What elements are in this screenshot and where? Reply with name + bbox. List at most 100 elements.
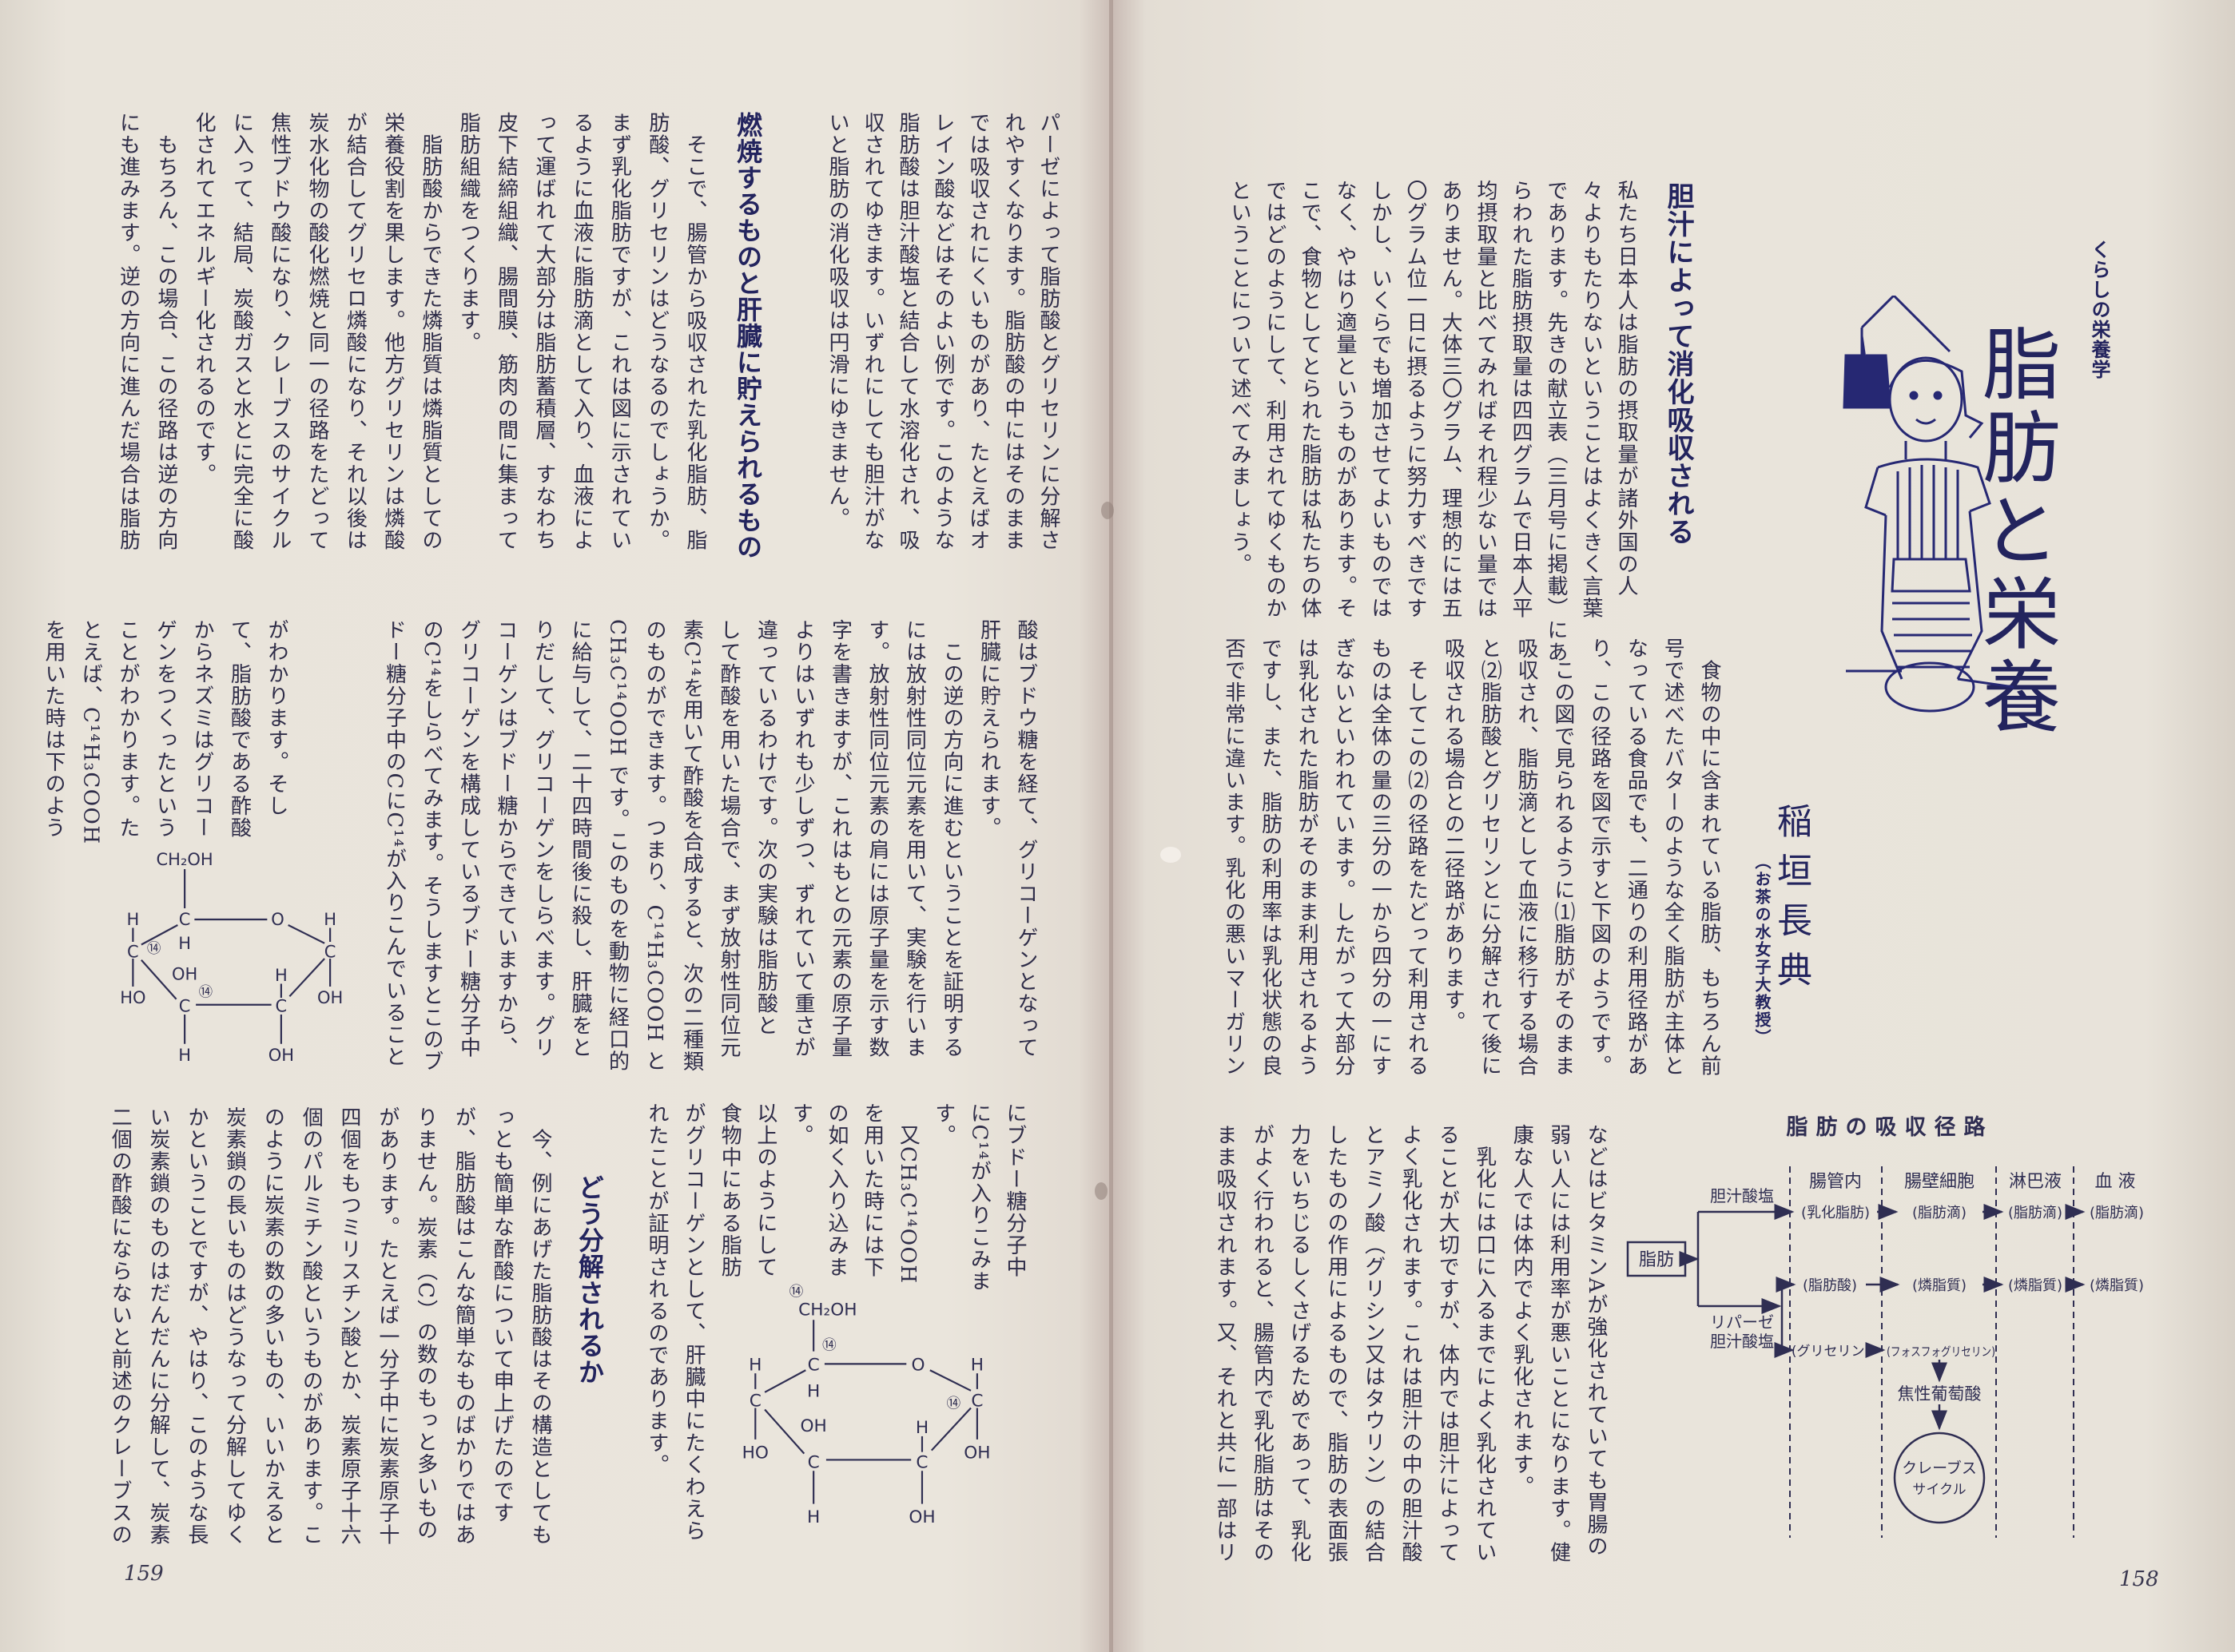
text-column: CH₃C¹⁴OOH です。このものを動物に経口的 — [605, 619, 630, 1073]
text-column: がグリコーゲンとして、肝臓中にたくわえら — [682, 1102, 706, 1542]
text-column: とえば、C¹⁴H₃COOH — [78, 619, 103, 845]
text-column: が、脂肪酸はこんな簡単なものばかりではあ — [451, 1106, 476, 1546]
text-column: 吸収され、脂肪滴として血液に移行する場合 — [1514, 637, 1539, 1077]
text-column: 否で非常に違います。乳化の悪いマーガリン — [1221, 637, 1246, 1077]
text-column: まず乳化脂肪ですが、これは図に示されてい — [607, 112, 632, 551]
text-column: 又CH₃C¹⁴OOH — [896, 1102, 921, 1285]
body-block-isotope: 酸はブドウ糖を経て、グリコーゲンとなって肝臓に貯えられます。 この逆の方向に進む… — [376, 619, 1044, 1073]
text-column: 四個をもつミリスチン酸とか、炭素原子十六 — [337, 1106, 362, 1546]
body-block-fate: そこで、腸管から吸収された乳化脂肪、脂肪酸、グリセリンはどうなるのでしょうか。ま… — [109, 112, 714, 551]
label-bile-salt-2: 胆汁酸塩 — [1710, 1332, 1774, 1351]
atom-oh3: OH — [800, 1416, 826, 1436]
isotope-mark-c1: ⑭ — [947, 1396, 961, 1412]
text-column: 康な人では体内でよく乳化されます。 — [1509, 1124, 1534, 1498]
text-column: にブドー糖分子中 — [1003, 1102, 1027, 1278]
text-column: パーゼによって脂肪酸とグリセリンに分解さ — [1036, 112, 1060, 551]
text-column: りだして、グリコーゲンをしらべます。グリ — [531, 619, 555, 1058]
text-column: ぎないといわれています。したがって大部分 — [1331, 637, 1356, 1077]
node-fat-droplet-blood: (脂肪滴) — [2090, 1205, 2144, 1221]
text-column: 肪酸、グリセリンはどうなるのでしょうか。 — [645, 112, 670, 551]
text-column: のものができます。つまり、C¹⁴H₃COOH と — [642, 619, 666, 1073]
text-column: と⑵脂肪酸とグリセリンとに分解されて後に — [1477, 637, 1502, 1077]
atom-ho4: HO — [120, 988, 145, 1007]
atom-oh3: OH — [172, 964, 197, 983]
text-column: 化されてエネルギー化されるのです。 — [192, 112, 217, 486]
series-label: くらしの栄養学 — [2088, 240, 2110, 379]
text-column: 均摂取量と比べてみればそれ程少ない量では — [1473, 180, 1497, 619]
left-page — [0, 0, 1112, 1652]
text-column: 酸はブドウ糖を経て、グリコーゲンとなって — [1014, 619, 1038, 1058]
section-heading-bile: 胆汁によって消化吸収される — [1662, 182, 1694, 546]
atom-h2: H — [916, 1418, 929, 1438]
text-column: したものの作用によるもので、脂肪の表面張 — [1324, 1124, 1349, 1563]
text-column: とアミノ酸（グリシン又はタウリン）の結合 — [1361, 1124, 1386, 1563]
text-column: らわれた脂肪摂取量は四四グラムで日本人平 — [1509, 180, 1533, 619]
text-column: この図で見られるように⑴脂肪がそのまま — [1550, 637, 1575, 1078]
text-column: 食物中にある脂肪 — [718, 1102, 742, 1278]
text-column: 今、例にあげた脂肪酸はその構造としても — [528, 1106, 552, 1547]
node-pyruvic-acid: 焦性葡萄酸 — [1898, 1384, 1982, 1404]
isotope-mark-c4: ⑭ — [147, 941, 161, 957]
fat-box-label: 脂肪 — [1639, 1250, 1674, 1270]
text-column: ことがわかります。た — [116, 619, 140, 839]
text-column: 吸収される場合との二径路があります。 — [1441, 637, 1465, 1033]
text-column: ありません。大体三〇グラム、理想的には五 — [1438, 180, 1462, 619]
text-column: 号で述べたバターのような全く脂肪が主体と — [1660, 637, 1685, 1077]
node-glycerin: (グリセリン) — [1792, 1344, 1870, 1360]
text-column: 食物の中に含まれている脂肪、もちろん前 — [1697, 637, 1721, 1078]
text-column: に給与して、二十四時間後に殺し、肝臓をと — [568, 619, 592, 1058]
isotope-mark-c5: ⑭ — [822, 1337, 837, 1354]
text-column: す。 — [931, 1102, 956, 1146]
page-number-left: 159 — [124, 1562, 164, 1586]
text-column: では吸収されにくいものがあり、たとえばオ — [966, 112, 990, 551]
zone-lymph: 淋巴液 — [2009, 1172, 2062, 1192]
atom-c4: C — [127, 942, 139, 961]
text-column: が結合してグリセロ燐酸になり、それ以後は — [343, 112, 368, 551]
atom-c3: C — [179, 997, 191, 1016]
text-column: なく、やはり適量というものがあります。そ — [1333, 180, 1357, 619]
text-column: す。 — [789, 1102, 813, 1146]
node-phospholipid-lymph: (燐脂質) — [2008, 1277, 2062, 1294]
atom-h4: H — [749, 1355, 762, 1375]
text-column: す。放射性同位元素の肩には原子量を示す数 — [865, 619, 889, 1058]
text-column: そしてこの⑵の径路をたどって利用される — [1404, 637, 1429, 1078]
text-column: れやすくなります。脂肪酸の中にはそのまま — [1001, 112, 1025, 551]
atom-h3: H — [178, 1046, 191, 1065]
text-column: よりはいずれも少しずつ、ずれていて重さが — [791, 619, 815, 1058]
text-column: 脂肪組織をつくります。 — [456, 112, 481, 354]
text-column: 違っているわけです。次の実験は脂肪酸と — [754, 619, 778, 1037]
zone-intestinal-wall: 腸壁細胞 — [1904, 1172, 1975, 1192]
text-column: 〇グラム位一日に摂るように努力すべきです — [1403, 180, 1427, 619]
text-column: レイン酸などはそのよい例です。このような — [931, 112, 955, 551]
text-column: 々よりもたりないということはよくきく言葉 — [1579, 180, 1603, 619]
text-column: ることが大切ですが、体内では胆汁によって — [1435, 1124, 1460, 1563]
text-column: 脂肪酸からできた燐脂質は燐脂質としての — [418, 112, 443, 552]
text-column: 以上のようにして — [753, 1102, 777, 1278]
text-column: まま吸収されます。又、それと共に一部はリ — [1212, 1124, 1237, 1563]
atom-c3: C — [808, 1452, 820, 1472]
right-page — [1112, 0, 2235, 1652]
text-column: があります。たとえば一分子中に炭素原子十 — [375, 1106, 400, 1546]
node-emulsified-fat: (乳化脂肪) — [1801, 1205, 1870, 1221]
illustration-woman — [1843, 296, 2014, 713]
text-column: るように血液に脂肪滴として入り、血液によ — [570, 112, 595, 551]
text-column: 字を書きますが、これはもとの元素の原子量 — [828, 619, 853, 1058]
atom-ch2oh: CH₂OH — [157, 850, 213, 869]
krebs-label-1: クレーブス — [1902, 1459, 1977, 1477]
text-column: がよく行われると、腸管内で乳化脂肪はその — [1250, 1124, 1275, 1563]
label-bile-salt: 胆汁酸塩 — [1710, 1186, 1774, 1205]
atom-oh1: OH — [317, 988, 343, 1007]
krebs-cycle-circle — [1893, 1432, 1986, 1524]
node-fatty-acid: (脂肪酸) — [1803, 1277, 1857, 1294]
text-column: のC¹⁴をしらべてみます。そうしますとこのブ — [420, 619, 443, 1073]
atom-c5: C — [179, 910, 191, 929]
atom-h4: H — [126, 910, 139, 929]
text-column: にC¹⁴が入りこみま — [967, 1102, 992, 1293]
text-column: い炭素鎖のものはだんだんに分解して、炭素 — [146, 1106, 171, 1546]
atom-c2: C — [916, 1452, 928, 1472]
text-column: かということですが、やはり、このような長 — [184, 1106, 209, 1546]
text-column: ゲンをつくったという — [153, 619, 177, 839]
text-column: 力をいちじるしくさげるためであって、乳化 — [1287, 1124, 1311, 1563]
text-column: こで、食物としてとられた脂肪は私たちの体 — [1298, 180, 1322, 619]
